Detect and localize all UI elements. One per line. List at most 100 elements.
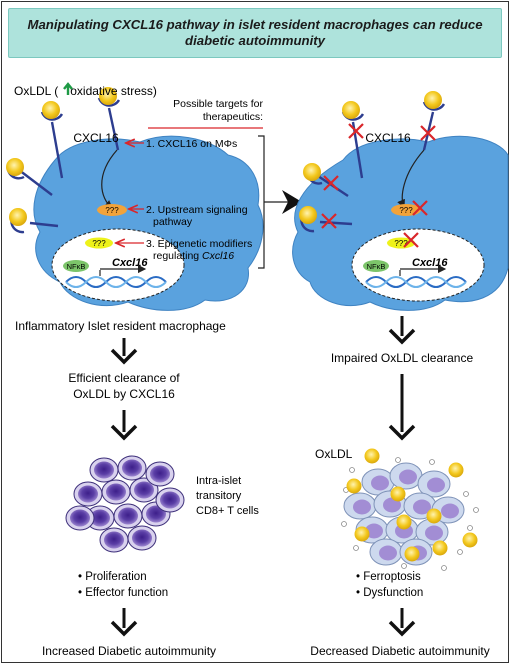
right-outcome: Decreased Diabetic autoimmunity bbox=[310, 644, 489, 658]
inhibition-x-marks bbox=[321, 123, 436, 248]
oxldl-header-prefix: OxLDL ( bbox=[14, 84, 58, 98]
target3-label-line2: regulating Cxcl16 bbox=[153, 250, 234, 262]
figure-title: Manipulating CXCL16 pathway in islet res… bbox=[27, 17, 483, 48]
dna-helix bbox=[65, 276, 167, 288]
vesicle bbox=[395, 457, 401, 463]
upstream-signal-molecule bbox=[97, 204, 127, 216]
tcell-label-line2: transitory bbox=[196, 490, 242, 502]
t-cell bbox=[127, 525, 157, 551]
left-bullet-1: • Proliferation bbox=[78, 571, 147, 583]
left-down-arrow-3 bbox=[110, 608, 138, 637]
t-cell bbox=[73, 481, 103, 507]
right-macrophage: ??? ??? NFκB Cxcl16 CXCL16 bbox=[292, 91, 509, 311]
left-cell-label: Inflammatory Islet resident macrophage bbox=[15, 319, 226, 333]
t-cell bbox=[85, 505, 115, 531]
stressed-cell-cluster bbox=[341, 448, 479, 571]
vesicle bbox=[401, 563, 407, 569]
target3-label-prefix: regulating bbox=[153, 250, 202, 262]
target2-label-line1: 2. Upstream signaling bbox=[146, 204, 248, 216]
unknown-signal-label: ??? bbox=[105, 206, 119, 215]
vesicle bbox=[353, 545, 359, 551]
t-cell bbox=[129, 477, 159, 503]
stressed-cell bbox=[369, 538, 403, 566]
oxldl-particles bbox=[299, 91, 442, 224]
right-down-arrow-1 bbox=[388, 316, 416, 345]
oxldl-particle bbox=[404, 546, 420, 562]
tcell-label-line1: Intra-islet bbox=[196, 475, 241, 487]
title-banner: Manipulating CXCL16 pathway in islet res… bbox=[8, 8, 502, 58]
left-outcome: Increased Diabetic autoimmunity bbox=[42, 644, 216, 658]
target3-label-gene: Cxcl16 bbox=[202, 250, 234, 262]
target3-label-line1: 3. Epigenetic modifiers bbox=[146, 238, 252, 250]
t-cell bbox=[113, 503, 143, 529]
oxldl-particle bbox=[346, 478, 362, 494]
nfkb-label: NFκB bbox=[367, 262, 386, 271]
vesicle bbox=[473, 507, 479, 513]
target1-label: 1. CXCL16 on MΦs bbox=[146, 138, 237, 150]
vesicle bbox=[441, 565, 447, 571]
oxldl-particle bbox=[364, 448, 380, 464]
target2-label-line2: pathway bbox=[153, 216, 193, 228]
vesicle bbox=[467, 525, 473, 531]
vesicle bbox=[463, 491, 469, 497]
oxldl-particle bbox=[354, 526, 370, 542]
therapy-arrow bbox=[282, 190, 302, 214]
right-oxldl-label: OxLDL bbox=[315, 447, 353, 461]
t-cell bbox=[89, 457, 119, 483]
oxldl-header: OxLDL ( oxidative stress) bbox=[14, 84, 157, 98]
gene-label: Cxcl16 bbox=[412, 257, 448, 269]
stressed-cell bbox=[389, 462, 423, 490]
unknown-modifier-label: ??? bbox=[92, 239, 106, 248]
left-bullet-2: • Effector function bbox=[78, 587, 168, 599]
oxldl-particle bbox=[432, 540, 448, 556]
t-cell bbox=[145, 461, 175, 487]
stressed-cell bbox=[415, 518, 449, 546]
signaling-arrow bbox=[397, 149, 425, 209]
right-down-arrow-3 bbox=[388, 608, 416, 637]
left-down-arrow-2 bbox=[110, 410, 138, 441]
t-cell bbox=[155, 487, 185, 513]
dna-helix bbox=[365, 276, 467, 288]
right-bullet-1: • Ferroptosis bbox=[356, 571, 421, 583]
nfkb-factor bbox=[363, 260, 389, 272]
nfkb-factor bbox=[63, 260, 89, 272]
left-down-arrow-1 bbox=[110, 338, 138, 365]
left-macrophage: ??? ??? NFκB Cxcl16 CXCL16 bbox=[6, 87, 264, 311]
t-cell bbox=[65, 505, 95, 531]
increase-arrow-icon bbox=[63, 82, 73, 95]
right-step-label: Impaired OxLDL clearance bbox=[331, 351, 474, 365]
nfkb-label: NFκB bbox=[67, 262, 86, 271]
stressed-cell bbox=[417, 470, 451, 498]
right-bullet-2: • Dysfunction bbox=[356, 587, 423, 599]
unknown-signal-label: ??? bbox=[399, 206, 413, 215]
right-down-arrow-2 bbox=[388, 374, 416, 441]
oxldl-header-suffix: oxidative stress) bbox=[70, 84, 157, 98]
cxcl16-label: CXCL16 bbox=[73, 131, 119, 145]
cd8-t-cell-cluster bbox=[65, 455, 185, 553]
cxcl16-label: CXCL16 bbox=[365, 131, 411, 145]
vesicle bbox=[429, 459, 435, 465]
oxldl-particles bbox=[6, 87, 117, 226]
oxldl-particle bbox=[396, 514, 412, 530]
tcell-label-line3: CD8+ T cells bbox=[196, 505, 259, 517]
t-cell bbox=[101, 479, 131, 505]
oxldl-particle bbox=[448, 462, 464, 478]
vesicle bbox=[349, 467, 355, 473]
oxldl-particle bbox=[462, 532, 478, 548]
oxldl-particle bbox=[390, 486, 406, 502]
epigenetic-modifier bbox=[387, 237, 415, 249]
vesicle bbox=[457, 549, 463, 555]
left-step-line1: Efficient clearance of bbox=[68, 371, 180, 385]
vesicle bbox=[341, 521, 347, 527]
unknown-modifier-label: ??? bbox=[394, 239, 408, 248]
targets-header-line2: therapeutics: bbox=[203, 111, 263, 123]
t-cell bbox=[99, 527, 129, 553]
t-cell bbox=[117, 455, 147, 481]
gene-label: Cxcl16 bbox=[112, 257, 148, 269]
stressed-cell bbox=[343, 492, 377, 520]
left-step-line2: OxLDL by CXCL16 bbox=[73, 387, 175, 401]
epigenetic-modifier bbox=[85, 237, 113, 249]
oxldl-particle bbox=[426, 508, 442, 524]
